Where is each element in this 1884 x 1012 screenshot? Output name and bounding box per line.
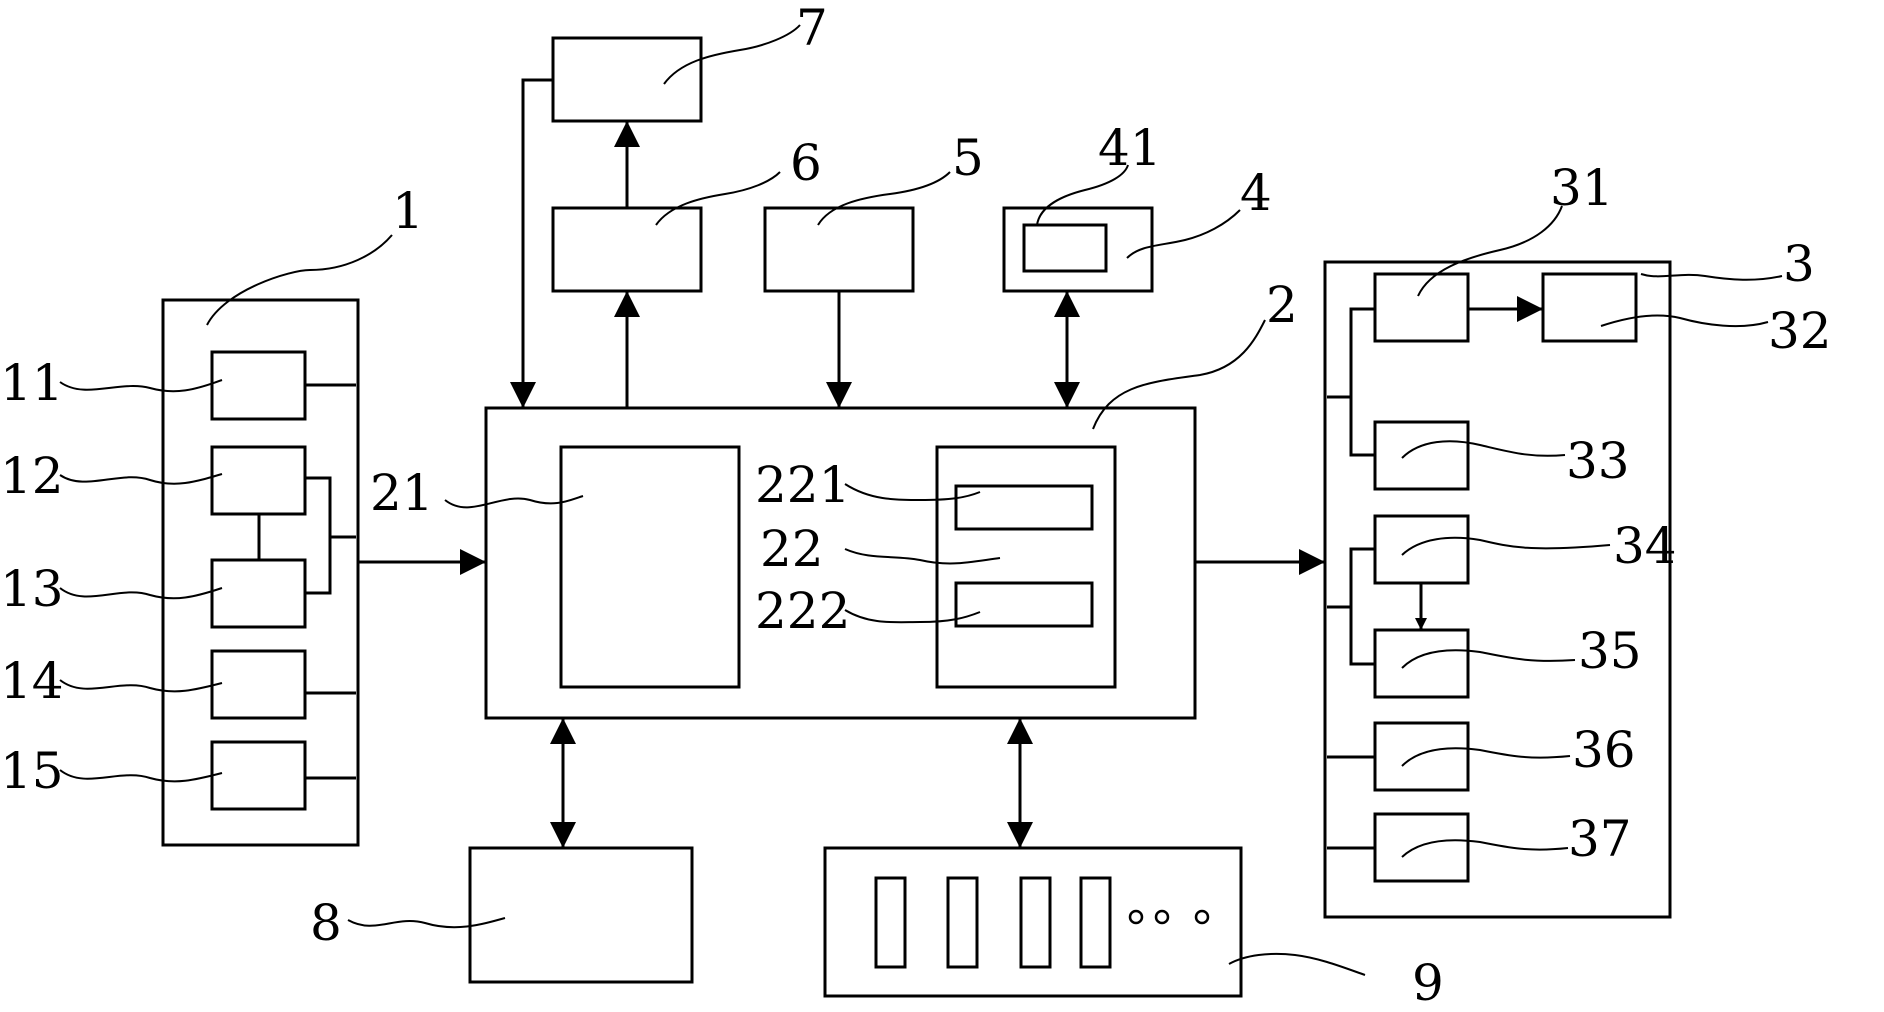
label-6: 6 xyxy=(790,134,822,192)
leader-6 xyxy=(655,171,781,226)
block-15 xyxy=(210,740,307,811)
label-15: 15 xyxy=(0,742,64,800)
block-4 xyxy=(1002,206,1154,293)
block-1-frame xyxy=(161,298,360,847)
label-1: 1 xyxy=(392,182,424,240)
block-36 xyxy=(1373,721,1470,792)
label-2: 2 xyxy=(1266,276,1298,334)
block-11 xyxy=(210,350,307,421)
block-1 xyxy=(161,298,360,847)
block-2 xyxy=(484,406,1197,720)
leader-2 xyxy=(1092,319,1266,430)
leader-35 xyxy=(1401,649,1576,669)
label-33: 33 xyxy=(1566,432,1630,490)
block-32 xyxy=(1541,272,1638,343)
block-221 xyxy=(954,484,1094,531)
block-7 xyxy=(551,36,703,123)
block-33 xyxy=(1373,420,1470,491)
label-22: 22 xyxy=(760,520,824,578)
label-41: 41 xyxy=(1098,119,1162,177)
block-9-dot-2 xyxy=(1154,909,1170,925)
leader-221 xyxy=(844,483,981,502)
label-9: 9 xyxy=(1412,954,1444,1007)
leader-32 xyxy=(1600,314,1769,328)
label-34: 34 xyxy=(1613,517,1677,575)
label-8: 8 xyxy=(310,894,342,952)
leader-22 xyxy=(844,548,1001,565)
label-11: 11 xyxy=(0,354,64,412)
leader-7 xyxy=(663,24,801,85)
block-9-slot-2 xyxy=(946,876,979,969)
block-3-frame xyxy=(1323,260,1672,919)
block-9-slot-1 xyxy=(874,876,907,969)
label-3: 3 xyxy=(1783,235,1815,293)
label-21: 21 xyxy=(370,464,434,522)
label-32: 32 xyxy=(1768,302,1832,360)
leader-11 xyxy=(59,379,223,393)
block-6 xyxy=(551,206,703,293)
leader-33 xyxy=(1401,440,1566,459)
label-222: 222 xyxy=(755,582,850,640)
bus-lines-1 xyxy=(305,383,356,780)
leader-8 xyxy=(347,917,506,929)
bus-31-33 xyxy=(1327,307,1375,457)
block-14 xyxy=(210,649,307,720)
bus-34-35 xyxy=(1327,547,1375,666)
block-5 xyxy=(763,206,915,293)
leader-12 xyxy=(59,473,223,485)
leader-lines xyxy=(59,24,1783,976)
block-34 xyxy=(1373,514,1470,585)
leader-5 xyxy=(817,171,951,226)
block-31 xyxy=(1373,272,1470,343)
leader-36 xyxy=(1401,747,1571,767)
block-9 xyxy=(823,846,1243,998)
leader-13 xyxy=(59,587,223,600)
leader-41 xyxy=(1036,164,1129,226)
leader-31 xyxy=(1417,205,1563,297)
block-35 xyxy=(1373,628,1470,699)
leader-3 xyxy=(1640,273,1783,281)
label-4: 4 xyxy=(1240,164,1272,222)
block-13 xyxy=(210,558,307,629)
block-9-dot-3 xyxy=(1194,909,1210,925)
label-7: 7 xyxy=(796,0,828,57)
block-37 xyxy=(1373,812,1470,883)
block-2-frame xyxy=(484,406,1197,720)
label-221: 221 xyxy=(755,456,850,514)
label-13: 13 xyxy=(0,560,64,618)
leader-4 xyxy=(1126,209,1241,259)
block-222 xyxy=(954,581,1094,628)
leader-9 xyxy=(1228,952,1366,976)
label-37: 37 xyxy=(1568,810,1632,868)
block-22 xyxy=(935,445,1117,689)
leader-21 xyxy=(444,495,584,509)
bus-36-37 xyxy=(1327,755,1375,850)
block-9-slot-4 xyxy=(1079,876,1112,969)
block-9-dot-1 xyxy=(1128,909,1144,925)
leader-34 xyxy=(1401,536,1611,556)
label-35: 35 xyxy=(1578,622,1642,680)
block-9-slot-3 xyxy=(1019,876,1052,969)
label-14: 14 xyxy=(0,652,64,710)
block-12 xyxy=(210,445,307,516)
block-21 xyxy=(559,445,741,689)
leader-15 xyxy=(59,769,223,783)
arrow-7-to-2 xyxy=(510,78,553,408)
label-12: 12 xyxy=(0,447,64,505)
block-41 xyxy=(1022,223,1108,273)
label-36: 36 xyxy=(1572,721,1636,779)
block-8 xyxy=(468,846,694,984)
leader-222 xyxy=(844,609,981,624)
block-3 xyxy=(1323,260,1672,919)
bus-12-13-join xyxy=(305,476,356,595)
leader-14 xyxy=(59,679,223,693)
number-labels: 1 11 12 13 14 15 2 21 221 22 222 3 31 32… xyxy=(0,0,1832,1012)
label-31: 31 xyxy=(1550,159,1614,217)
label-5: 5 xyxy=(952,129,984,187)
leader-1 xyxy=(206,234,393,326)
leader-37 xyxy=(1401,839,1569,858)
